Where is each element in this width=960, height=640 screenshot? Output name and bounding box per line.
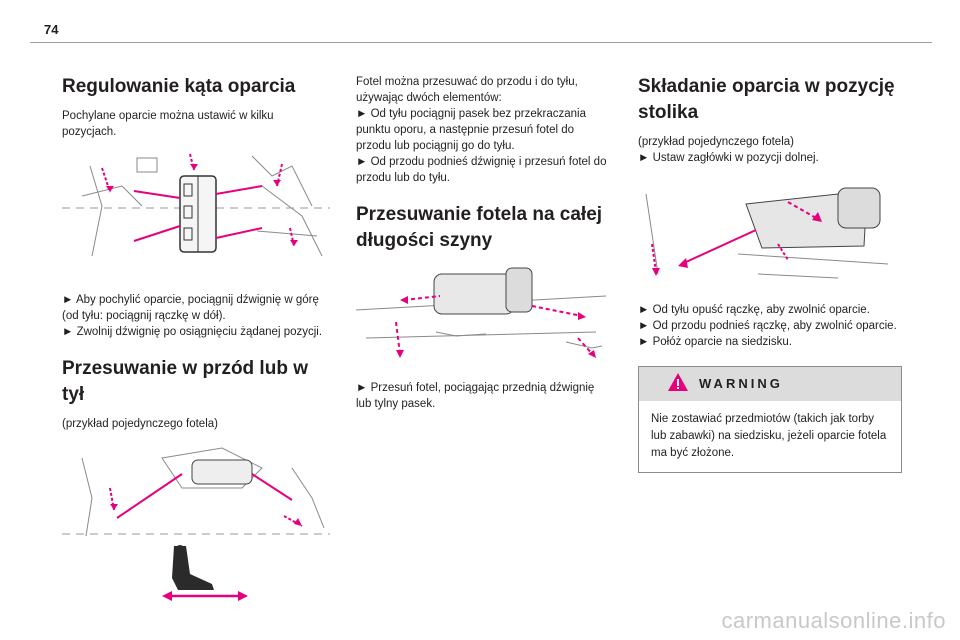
warning-box: WARNING Nie zostawiać przedmiotów (takic… <box>638 366 902 473</box>
section-title-slide: Przesuwanie w przód lub w tył <box>62 358 308 405</box>
section-title-recline: Regulowanie kąta oparcia <box>62 76 296 97</box>
recline-illustration <box>62 153 330 257</box>
table-step-3: ► Połóż oparcie na siedzisku. <box>638 336 792 348</box>
recline-step-1: ► Aby pochylić oparcie, pociągnij dźwign… <box>62 294 319 322</box>
seat-slide-diagram <box>162 545 248 601</box>
slide-step-1: ► Od tyłu pociągnij pasek bez przekracza… <box>356 108 586 152</box>
column-left: Regulowanie kąta oparcia Pochylane oparc… <box>62 74 330 608</box>
column-middle: Fotel można przesuwać do przodu i do tył… <box>356 74 608 412</box>
section-title-rail: Przesuwanie fotela na całej długości szy… <box>356 204 603 251</box>
warning-text: Nie zostawiać przedmiotów (takich jak to… <box>651 413 887 459</box>
table-step-0: ► Ustaw zagłówki w pozycji dolnej. <box>638 152 819 164</box>
table-step-1: ► Od tyłu opuść rączkę, aby zwolnić opar… <box>638 304 870 316</box>
warning-triangle-icon <box>668 373 688 391</box>
recline-step-2: ► Zwolnij dźwignię po osiągnięciu żądane… <box>62 326 323 338</box>
warning-header: WARNING <box>639 367 901 401</box>
rail-step-1: ► Przesuń fotel, pociągając przednią dźw… <box>356 382 595 410</box>
table-note: (przykład pojedynczego fotela) <box>638 136 794 148</box>
watermark: carmanualsonline.info <box>721 608 946 633</box>
section-title-table: Składanie oparcia w pozycję stolika <box>638 76 895 123</box>
slide-text: Fotel można przesuwać do przodu i do tył… <box>356 76 578 104</box>
slide-step-2: ► Od przodu podnieś dźwignię i przesuń f… <box>356 156 607 184</box>
warning-title: WARNING <box>699 376 783 391</box>
rail-illustration <box>356 267 607 358</box>
header-divider <box>30 42 932 43</box>
table-step-2: ► Od przodu podnieś rączkę, aby zwolnić … <box>638 320 897 332</box>
recline-intro: Pochylane oparcie można ustawić w kilku … <box>62 110 274 138</box>
slide-note: (przykład pojedynczego fotela) <box>62 418 218 430</box>
page-number: 74 <box>44 22 59 37</box>
column-right: Składanie oparcia w pozycję stolika (prz… <box>638 74 904 473</box>
slide-illustration <box>62 447 330 537</box>
table-fold-illustration <box>645 187 889 279</box>
